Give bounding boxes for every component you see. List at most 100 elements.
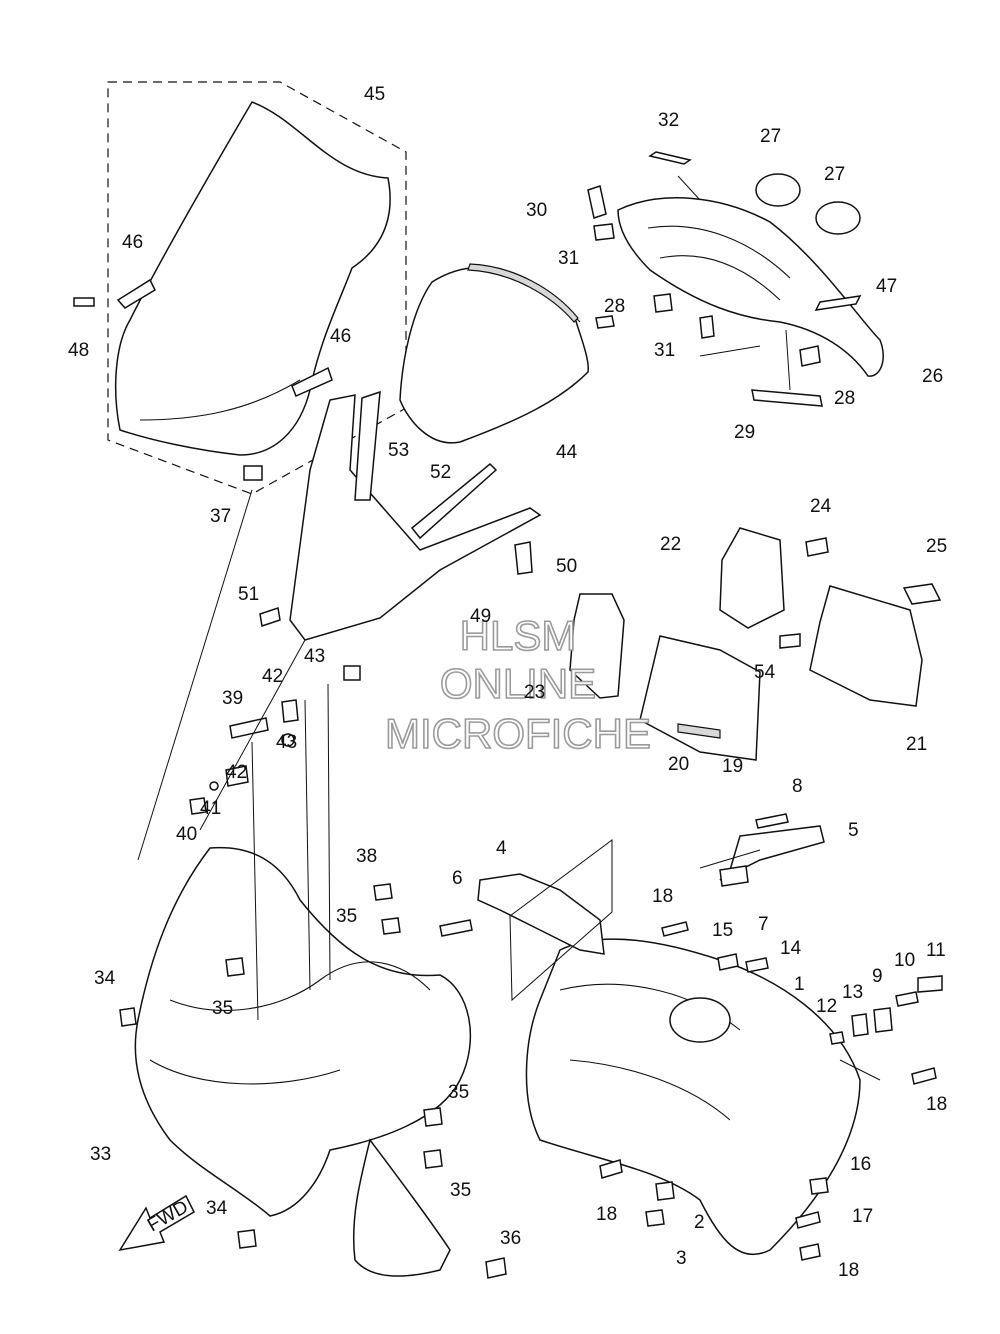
plate-47: [814, 295, 862, 311]
callout-30: 30: [526, 200, 547, 221]
callout-38: 38: [356, 846, 377, 867]
watermark-line-3: MICROFICHE: [385, 710, 651, 757]
callout-42b: 42: [226, 762, 247, 783]
callout-34b: 34: [206, 1198, 228, 1219]
callout-46b: 46: [330, 326, 351, 347]
callout-37: 37: [210, 506, 231, 527]
callout-22: 22: [660, 534, 681, 555]
seal-19: [639, 635, 761, 761]
strip-20: [677, 723, 721, 739]
callout-23: 23: [524, 682, 545, 703]
callout-27a: 27: [760, 126, 781, 147]
callout-16: 16: [850, 1154, 871, 1175]
callout-18d: 18: [838, 1260, 859, 1281]
leader-lines: [137, 175, 881, 1081]
callout-53: 53: [388, 440, 409, 461]
callout-41: 41: [200, 798, 221, 819]
trim-strip-53: [354, 390, 381, 501]
windshield-bracket-left: [116, 278, 156, 309]
callout-18c: 18: [596, 1204, 617, 1225]
callout-5: 5: [848, 820, 859, 841]
callout-46a: 46: [122, 232, 143, 253]
windshield-bracket-right: [291, 366, 333, 398]
callout-3: 3: [676, 1248, 687, 1269]
callout-36: 36: [500, 1228, 521, 1249]
windshield-stay-panel: [289, 394, 542, 641]
callout-14: 14: [780, 938, 802, 959]
callout-7: 7: [758, 914, 769, 935]
callout-47: 47: [876, 276, 897, 297]
callout-33: 33: [90, 1144, 111, 1165]
cover-21: [809, 585, 923, 707]
callout-42a: 42: [262, 666, 283, 687]
callout-43a: 43: [304, 646, 325, 667]
callout-44: 44: [556, 442, 578, 463]
watermark-line-1: HLSM: [460, 612, 577, 659]
callout-31b: 31: [654, 340, 675, 361]
front-cover: [134, 846, 472, 1217]
callout-54: 54: [754, 662, 776, 683]
trim-29: [751, 389, 823, 407]
callout-29: 29: [734, 422, 755, 443]
callout-35a: 35: [336, 906, 357, 927]
clip-28a: [653, 293, 673, 313]
callout-43b: 43: [276, 732, 297, 753]
callout-40: 40: [176, 824, 197, 845]
seal-23: [569, 593, 625, 699]
callout-18b: 18: [926, 1094, 947, 1115]
callout-12: 12: [816, 996, 837, 1017]
fastener-markers: [73, 223, 943, 1279]
meter-ring-27a: [755, 173, 801, 207]
callout-6: 6: [452, 868, 463, 889]
cover-22: [719, 527, 785, 629]
callout-17: 17: [852, 1206, 873, 1227]
callout-35c: 35: [448, 1082, 469, 1103]
meter-cover: [617, 197, 884, 377]
callout-28b: 28: [834, 388, 855, 409]
callout-11: 11: [926, 940, 946, 961]
plate-54: [779, 633, 801, 649]
callout-26: 26: [922, 366, 943, 387]
trim-strip-52: [410, 462, 498, 540]
callout-31a: 31: [558, 248, 579, 269]
callout-34a: 34: [94, 968, 116, 989]
bracket-4: [477, 873, 605, 955]
bracket-30: [587, 185, 607, 219]
callout-numbers: 1 2 3 4 5 6 7 8 9 10 11 12 13 14 15 16 1…: [68, 84, 947, 1281]
callout-2: 2: [694, 1212, 705, 1233]
lock-25: [902, 583, 942, 605]
meter-ring-27b: [815, 201, 861, 235]
callout-52: 52: [430, 462, 451, 483]
callout-50: 50: [556, 556, 577, 577]
callout-32: 32: [658, 110, 679, 131]
callout-9: 9: [872, 966, 883, 987]
callout-18a: 18: [652, 886, 673, 907]
standard-windshield: [399, 266, 589, 444]
callout-51: 51: [238, 584, 259, 605]
large-windshield: [114, 101, 391, 456]
callout-39: 39: [222, 688, 243, 709]
callout-49: 49: [470, 606, 491, 627]
callout-25: 25: [926, 536, 947, 557]
forward-direction-arrow: FWD: [118, 1194, 195, 1252]
lower-cover-36: [352, 1138, 451, 1277]
plate-32: [648, 151, 692, 165]
callout-48: 48: [68, 340, 89, 361]
fwd-label: FWD: [144, 1197, 192, 1237]
callout-27b: 27: [824, 164, 845, 185]
callout-1: 1: [794, 974, 805, 995]
watermark: HLSM ONLINE MICROFICHE: [384, 611, 652, 758]
callout-21: 21: [906, 734, 927, 755]
plate-7: [719, 865, 749, 887]
callout-15: 15: [712, 920, 733, 941]
callout-10: 10: [894, 950, 915, 971]
clip-50: [514, 541, 533, 575]
callout-20: 20: [668, 754, 689, 775]
clip-28b: [799, 345, 821, 367]
callout-19: 19: [722, 756, 743, 777]
callout-4: 4: [496, 838, 507, 859]
callout-45: 45: [364, 84, 385, 105]
callout-28a: 28: [604, 296, 625, 317]
callout-35d: 35: [450, 1180, 471, 1201]
